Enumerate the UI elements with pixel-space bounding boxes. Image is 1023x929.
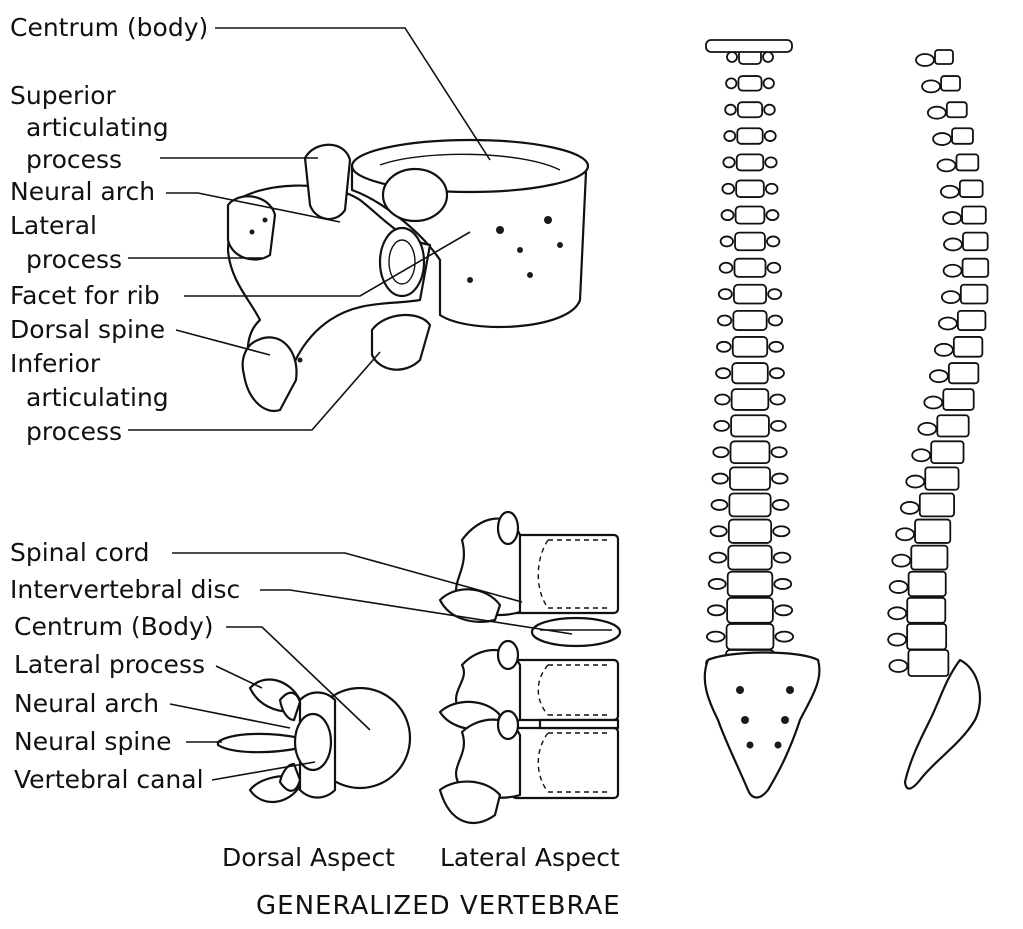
label-neural-arch-2: Neural arch <box>14 689 159 718</box>
front-vertebra <box>715 389 785 410</box>
caption-dorsal-aspect: Dorsal Aspect <box>222 843 395 872</box>
label-centrum-body: Centrum (body) <box>10 13 208 42</box>
side-vertebra <box>942 285 988 304</box>
side-vertebra <box>918 415 968 436</box>
side-vertebra <box>896 520 950 543</box>
front-vertebra <box>711 493 788 516</box>
label-inferior-2: articulating <box>26 383 169 412</box>
caption-lateral-aspect: Lateral Aspect <box>440 843 620 872</box>
label-inferior-1: Inferior <box>10 349 101 378</box>
label-vertebral-canal: Vertebral canal <box>14 765 204 794</box>
label-superior-1: Superior <box>10 81 116 110</box>
side-vertebra <box>937 154 978 171</box>
front-vertebra <box>710 546 791 570</box>
label-facet-for-rib: Facet for rib <box>10 281 160 310</box>
label-intervertebral-disc: Intervertebral disc <box>10 575 240 604</box>
front-vertebra <box>719 285 781 304</box>
side-vertebra <box>933 128 973 145</box>
front-vertebra <box>724 128 775 144</box>
label-neural-arch: Neural arch <box>10 177 155 206</box>
thoracic-vertebra-drawing <box>228 140 588 411</box>
front-vertebra <box>717 337 783 357</box>
side-vertebra <box>924 389 973 410</box>
front-vertebra <box>716 363 784 383</box>
front-vertebra <box>722 180 777 197</box>
side-vertebra <box>944 233 988 251</box>
front-vertebra <box>721 233 780 251</box>
front-vertebra <box>714 415 786 436</box>
side-vertebra <box>901 493 954 516</box>
side-vertebra <box>943 207 986 225</box>
front-vertebra <box>718 311 782 330</box>
label-lateral-2: process <box>26 245 122 274</box>
front-vertebra <box>722 207 779 224</box>
front-vertebra <box>709 572 792 596</box>
label-inferior-3: process <box>26 417 122 446</box>
front-vertebra <box>707 624 793 649</box>
lateral-aspect-drawing <box>440 512 620 823</box>
front-vertebra <box>720 259 781 277</box>
dorsal-aspect-drawing <box>218 679 410 802</box>
label-lateral-process: Lateral process <box>14 650 205 679</box>
figure-caption: GENERALIZED VERTEBRAE <box>256 891 621 921</box>
side-vertebra <box>892 546 947 570</box>
sacrum-front <box>705 653 820 798</box>
spinal-column-front-view <box>706 40 794 676</box>
side-vertebra <box>944 259 989 277</box>
top-labels: Centrum (body) Superior articulating pro… <box>10 13 208 446</box>
front-vertebra <box>725 102 775 117</box>
label-lateral-1: Lateral <box>10 211 97 240</box>
label-neural-spine: Neural spine <box>14 727 171 756</box>
label-spinal-cord: Spinal cord <box>10 538 150 567</box>
label-superior-3: process <box>26 145 122 174</box>
side-vertebra <box>889 650 948 676</box>
atlas-vertebra <box>706 40 792 52</box>
front-vertebra <box>712 467 787 489</box>
front-vertebra <box>711 520 790 543</box>
spinal-column-side-view <box>888 50 988 676</box>
bottom-labels: Spinal cord Intervertebral disc Centrum … <box>10 538 240 794</box>
side-vertebra <box>928 102 967 119</box>
side-vertebra <box>939 311 986 330</box>
side-vertebra <box>906 467 958 489</box>
front-vertebra <box>726 76 774 91</box>
side-vertebra <box>890 572 946 596</box>
side-vertebra <box>941 180 983 197</box>
side-vertebra <box>888 624 946 649</box>
intervertebral-disc-shape <box>532 618 620 646</box>
label-superior-2: articulating <box>26 113 169 142</box>
front-vertebra <box>723 154 776 170</box>
side-vertebra <box>935 337 983 357</box>
label-dorsal-spine: Dorsal spine <box>10 315 165 344</box>
label-centrum-body-2: Centrum (Body) <box>14 612 214 641</box>
side-vertebra <box>922 76 960 92</box>
side-vertebra <box>888 598 945 623</box>
side-vertebra <box>930 363 978 383</box>
sacrum-side <box>905 660 980 789</box>
front-vertebra <box>708 598 792 623</box>
front-vertebra <box>713 441 786 463</box>
side-vertebra <box>916 50 953 66</box>
side-vertebra <box>912 441 963 463</box>
